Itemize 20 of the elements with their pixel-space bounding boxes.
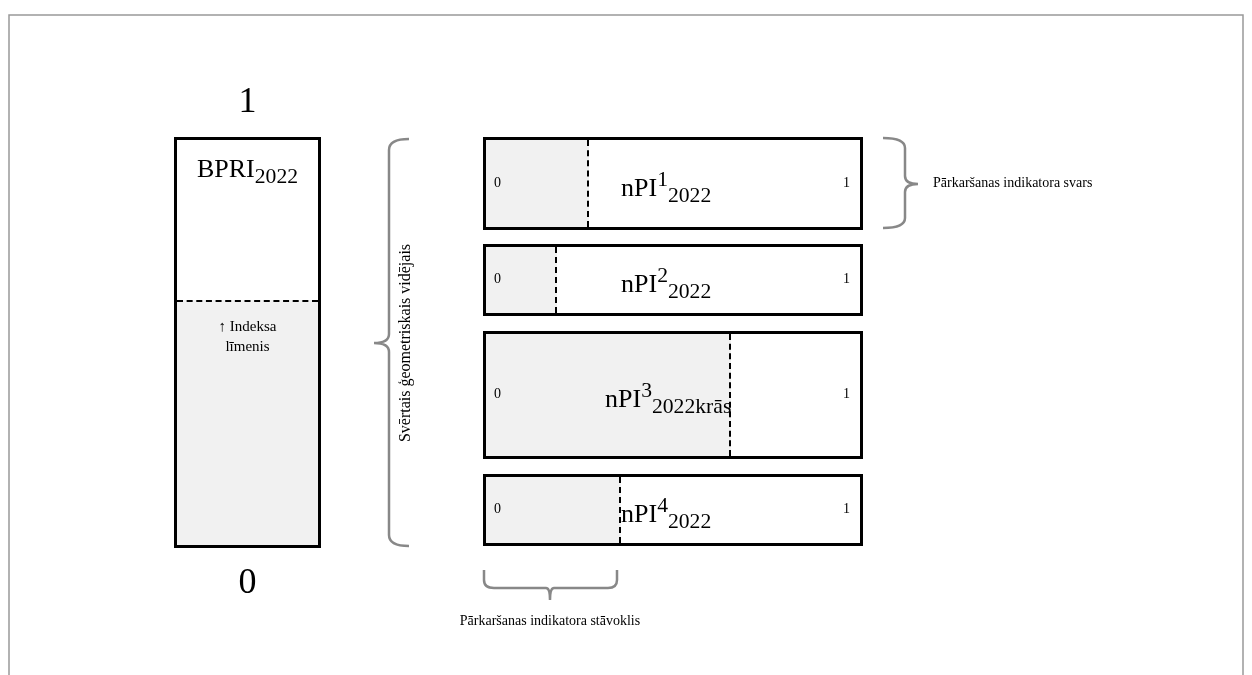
index-bar <box>174 137 321 548</box>
scale-max-value: 1 <box>843 501 850 517</box>
indicator-bar <box>483 244 863 316</box>
index-name: BPRI$_{2022}$ <box>195 154 300 190</box>
index-level-text: ↑ Indeksa līmenis <box>217 317 278 356</box>
scale-top-value: 1 <box>237 79 258 121</box>
scale-min-value: 0 <box>494 271 501 287</box>
scale-bottom-value: 0 <box>237 560 258 602</box>
bracket-label: Pārkaršanas indikatora stāvoklis <box>458 612 642 630</box>
scale-max-value: 1 <box>843 386 850 402</box>
indicator-bar <box>483 137 863 230</box>
scale-min-value: 0 <box>494 501 501 517</box>
indicator-bar <box>483 331 863 459</box>
bracket-label: Pārkaršanas indikatora svars <box>933 175 1093 191</box>
scale-min-value: 0 <box>494 386 501 402</box>
scale-max-value: 1 <box>843 271 850 287</box>
scale-min-value: 0 <box>494 174 501 191</box>
scale-max-value: 1 <box>843 174 850 191</box>
indicator-bar <box>483 474 863 546</box>
bracket-label: Svērtais ģeometriskais vidējais <box>396 243 414 443</box>
